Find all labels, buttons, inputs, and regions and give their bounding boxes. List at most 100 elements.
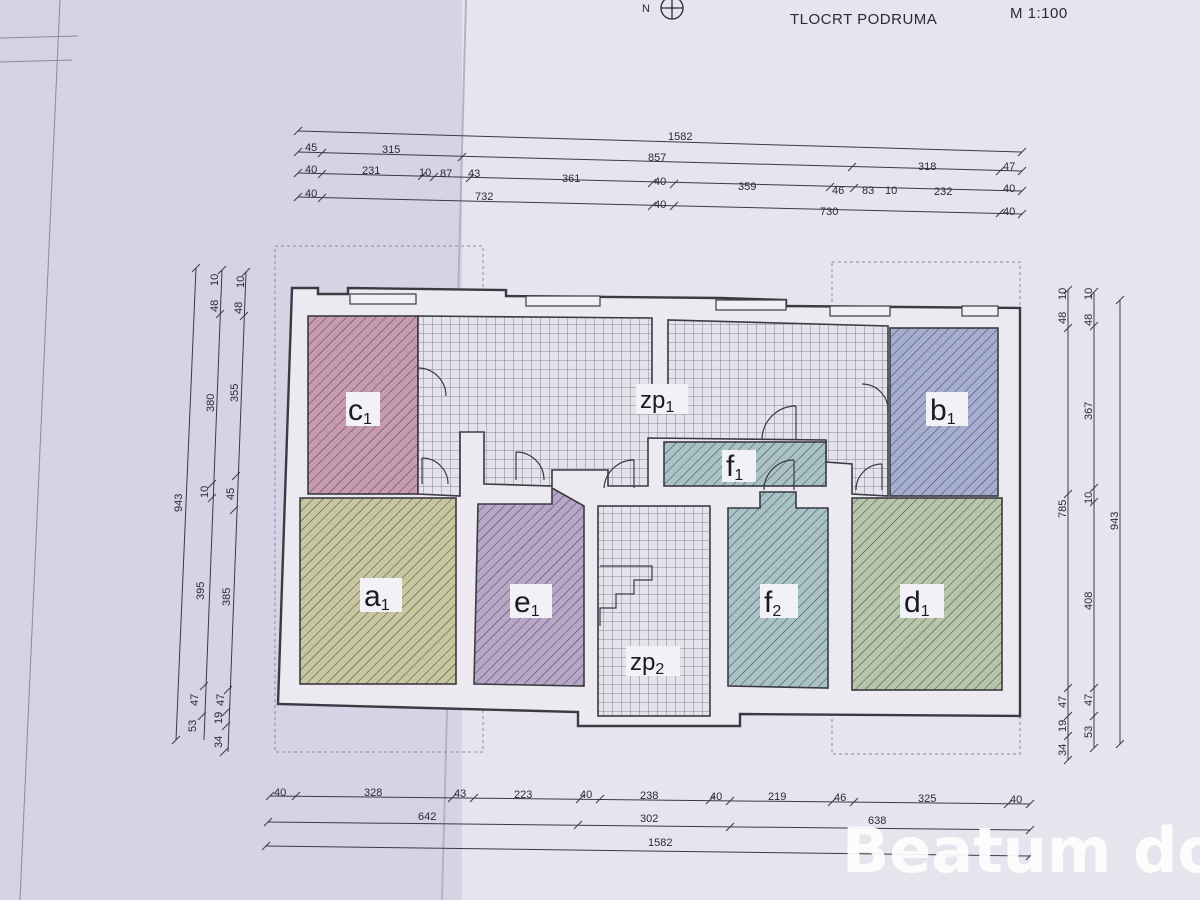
dim-left-b-3: 45 (225, 488, 237, 500)
dim-top4-3: 730 (820, 206, 838, 218)
label-box-zp1 (636, 384, 688, 414)
room-label-d1: d1 (904, 586, 930, 620)
right-dimension-lines (1067, 290, 1121, 760)
dim-right-outer-0: 943 (1109, 512, 1121, 530)
dim-top2-0: 45 (305, 142, 317, 154)
room-label-c1: c1 (348, 394, 372, 428)
top-dimension-lines (297, 130, 1023, 215)
top-windows (349, 293, 999, 317)
dim-bot1-3: 223 (514, 789, 532, 801)
right-dimension-ticks (1063, 285, 1125, 765)
dim-top4-2: 40 (654, 199, 666, 211)
frame-line-1 (19, 0, 61, 900)
room-label-e1: e1 (514, 586, 540, 620)
dim-right-a-0: 10 (1083, 288, 1095, 300)
dim-bot1-2: 43 (454, 788, 466, 800)
door-swings (417, 367, 889, 491)
label-box-f2 (760, 584, 798, 618)
room-label-f1: f1 (726, 450, 743, 484)
dim-right-b-5: 34 (1057, 744, 1069, 756)
dim-left-b-2: 355 (229, 384, 241, 402)
dim-bot2-0: 642 (418, 811, 436, 823)
dim-top3-6: 40 (654, 176, 666, 188)
stair-symbol (599, 565, 653, 626)
dim-right-b-0: 10 (1057, 288, 1069, 300)
dim-bot1-0: 40 (274, 787, 286, 799)
room-zp2-grid (597, 505, 711, 717)
dim-right-b-3: 47 (1057, 696, 1069, 708)
dim-top3-4: 43 (468, 168, 480, 180)
dim-bot1-7: 219 (768, 791, 786, 803)
room-label-b1: b1 (930, 394, 956, 428)
dim-right-b-1: 48 (1057, 312, 1069, 324)
dim-right-a-4: 408 (1083, 592, 1095, 610)
dim-right-a-3: 10 (1083, 492, 1095, 504)
dim-bot1-1: 328 (364, 787, 382, 799)
room-label-zp2: zp2 (630, 649, 664, 678)
dim-top3-2: 10 (419, 167, 431, 179)
dim-top3-8: 46 (832, 185, 844, 197)
dim-top2-3: 318 (918, 161, 936, 173)
dim-left-a-3: 10 (199, 486, 211, 498)
dim-top3-9: 83 (862, 185, 874, 197)
plan-scale: M 1:100 (1010, 5, 1068, 22)
dim-right-a-6: 53 (1083, 726, 1095, 738)
dim-left-a-2: 380 (205, 394, 217, 412)
dim-bot3-0: 1582 (648, 837, 672, 849)
frame-line-3 (0, 35, 79, 39)
label-box-zp2 (626, 646, 680, 676)
dim-right-a-1: 48 (1083, 314, 1095, 326)
dim-top1-0: 1582 (668, 131, 692, 143)
dim-left-a-4: 395 (195, 582, 207, 600)
dim-top4-4: 40 (1003, 206, 1015, 218)
room-label-zp1: zp1 (640, 387, 674, 416)
dim-top3-10: 10 (885, 185, 897, 197)
dim-top3-11: 232 (934, 186, 952, 198)
left-dimension-lines (175, 267, 247, 753)
frame-line-2 (0, 59, 73, 63)
label-box-f1 (722, 450, 756, 482)
dim-bot1-9: 325 (918, 793, 936, 805)
dim-left-a-1: 48 (209, 300, 221, 312)
dim-top2-1: 315 (382, 144, 400, 156)
dim-right-a-2: 367 (1083, 402, 1095, 420)
dim-top3-12: 40 (1003, 183, 1015, 195)
dim-left-b-0: 10 (235, 276, 247, 288)
dim-top3-3: 87 (440, 168, 452, 180)
dim-left-b-5: 47 (215, 694, 227, 706)
dim-top3-7: 359 (738, 181, 756, 193)
dim-bot2-1: 302 (640, 813, 658, 825)
north-label: N (642, 3, 650, 15)
bottom-dimension-lines (265, 795, 1031, 857)
dim-bot1-10: 40 (1010, 794, 1022, 806)
dim-right-a-5: 47 (1083, 694, 1095, 706)
bottom-dimension-ticks (261, 791, 1035, 861)
dim-bot2-2: 638 (868, 815, 886, 827)
dim-top4-0: 40 (305, 188, 317, 200)
dim-top3-5: 361 (562, 173, 580, 185)
dim-left-a-0: 10 (209, 274, 221, 286)
label-box-c1 (346, 392, 380, 426)
aux-outline-left (274, 245, 484, 753)
label-box-e1 (510, 584, 552, 618)
plan-title: TLOCRT PODRUMA (790, 11, 937, 28)
dim-top4-1: 732 (475, 191, 493, 203)
dim-left-b-7: 34 (213, 736, 225, 748)
dim-top3-0: 40 (305, 164, 317, 176)
dim-left-b-6: 19 (213, 712, 225, 724)
dim-top2-2: 857 (648, 152, 666, 164)
dim-left-outer-0: 943 (173, 494, 185, 512)
dim-left-a-6: 53 (187, 720, 199, 732)
dim-left-a-5: 47 (189, 694, 201, 706)
dim-bot1-5: 238 (640, 790, 658, 802)
dim-left-b-4: 385 (221, 588, 233, 606)
dim-bot1-6: 40 (710, 791, 722, 803)
room-label-a1: a1 (364, 580, 390, 614)
dim-bot1-8: 46 (834, 792, 846, 804)
north-arrow-icon: N (642, 0, 684, 20)
label-box-d1 (900, 584, 944, 618)
label-box-a1 (360, 578, 402, 612)
dim-right-b-4: 19 (1057, 720, 1069, 732)
